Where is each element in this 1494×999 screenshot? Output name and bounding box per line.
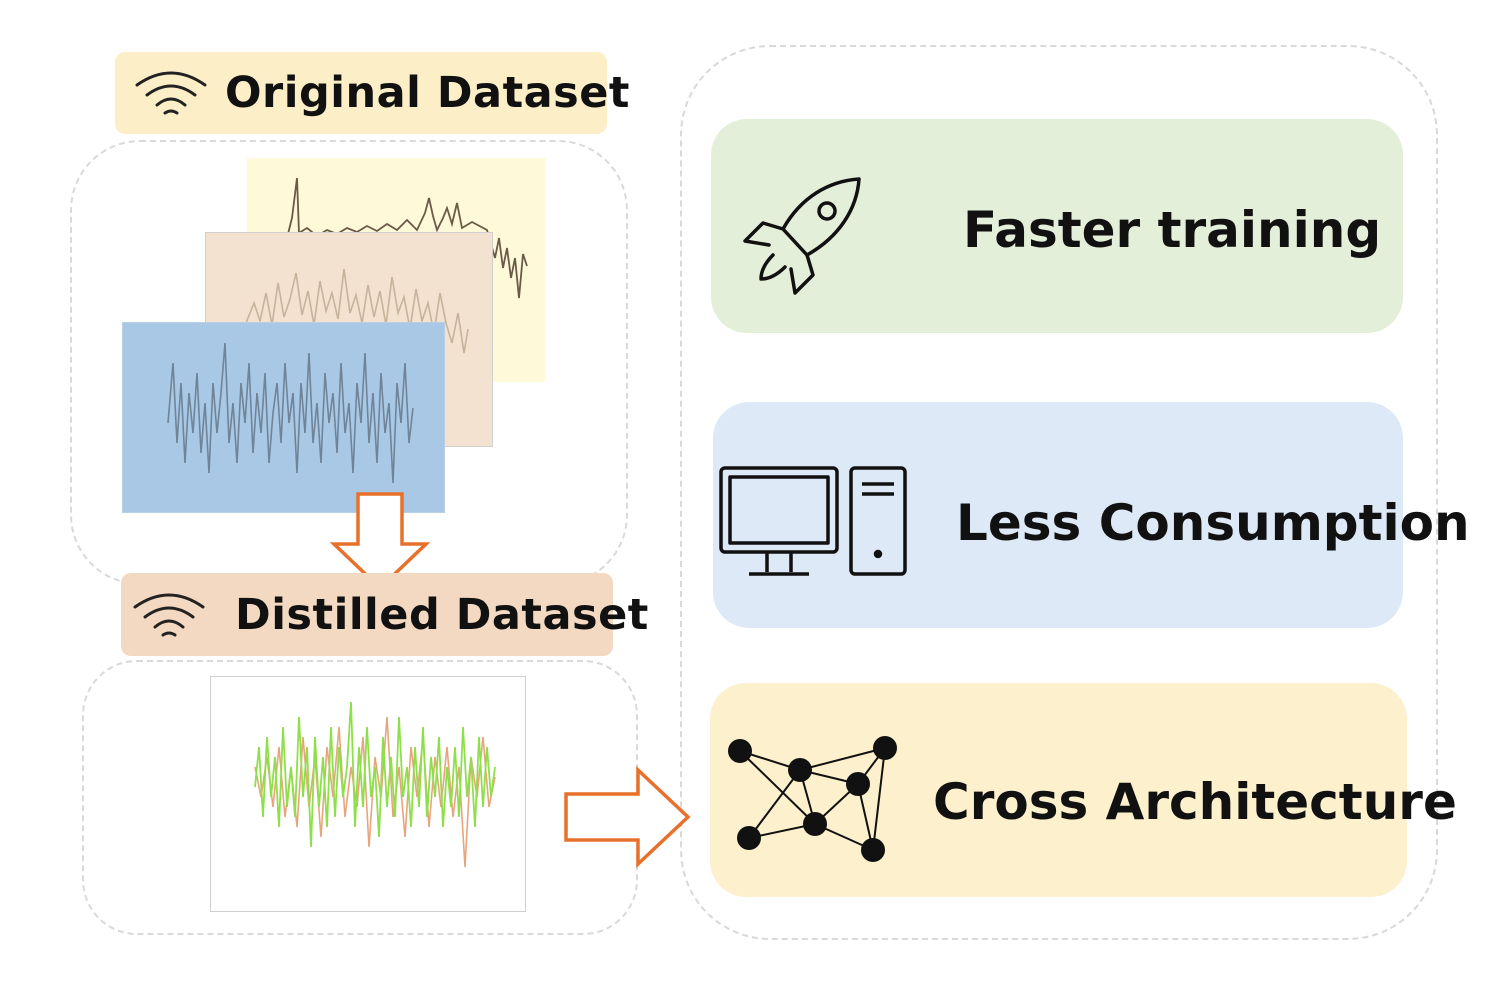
benefit-title: Cross Architecture	[933, 773, 1457, 831]
computer-icon	[719, 466, 907, 576]
original-dataset-label: Original Dataset	[225, 68, 630, 118]
benefit-title: Faster training	[963, 201, 1382, 259]
right-arrow-icon	[564, 765, 691, 869]
signal-waveform-yellow	[286, 177, 528, 299]
benefit-title: Less Consumption	[956, 494, 1470, 552]
benefit-card-cross-architecture: Cross Architecture	[710, 683, 1457, 897]
distilled-signal-panel	[210, 676, 526, 912]
signal-waveform-blue	[167, 342, 414, 484]
original-dataset-tag: Original Dataset	[115, 52, 629, 134]
distilled-dataset-tag: Distilled Dataset	[121, 573, 648, 656]
benefit-card-faster-training: Faster training	[711, 119, 1403, 333]
benefits-container	[680, 45, 1438, 940]
distilled-signal-waveform	[254, 701, 496, 868]
wifi-icon	[133, 593, 205, 636]
distilled-dataset-label: Distilled Dataset	[235, 589, 649, 640]
benefit-card-less-consumption: Less Consumption	[713, 402, 1470, 628]
wifi-icon	[135, 71, 207, 115]
signal-panel-blue	[122, 322, 445, 513]
network-graph-icon	[728, 736, 897, 862]
down-arrow-icon	[329, 492, 431, 591]
rocket-icon	[743, 177, 861, 295]
